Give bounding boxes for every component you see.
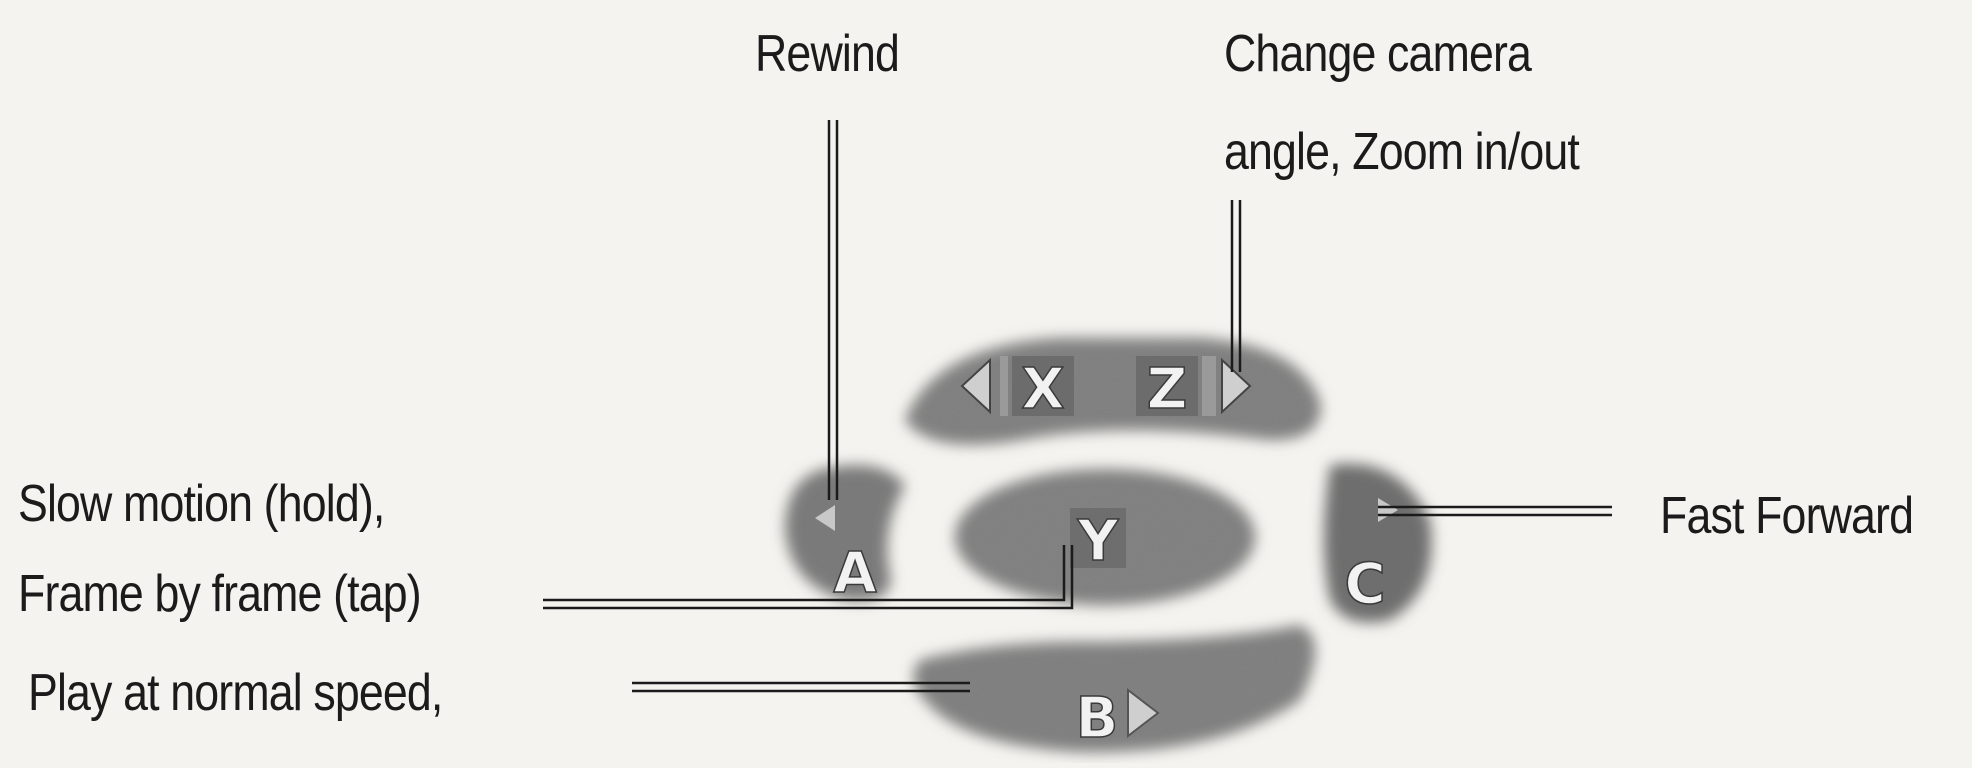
x-button-letter: X <box>1021 357 1064 422</box>
a-button-letter: A <box>833 541 877 606</box>
rewind-label: Rewind <box>755 25 900 83</box>
y-button[interactable]: Y <box>955 469 1255 605</box>
a-rewind-arrow-icon <box>815 505 835 531</box>
z-button-letter: Z <box>1147 357 1188 422</box>
fast-forward-label: Fast Forward <box>1660 487 1914 545</box>
play-label: Play at normal speed, <box>28 664 443 722</box>
slow-leader-line <box>543 545 1066 602</box>
slow-motion-label-line2: Frame by frame (tap) <box>18 565 422 623</box>
c-button[interactable]: C <box>1324 463 1432 623</box>
y-button-box <box>1070 508 1126 568</box>
y-button-letter: Y <box>1077 509 1120 574</box>
slow-motion-label-line1: Slow motion (hold), <box>18 475 385 533</box>
camera-label-line1: Change camera <box>1224 25 1532 83</box>
left-arrow-icon <box>960 357 991 415</box>
leader-lines <box>543 120 1612 693</box>
camera-label-line2: angle, Zoom in/out <box>1224 123 1580 181</box>
a-button[interactable]: A <box>785 465 905 607</box>
b-button[interactable]: B <box>913 625 1315 753</box>
z-button-box[interactable] <box>1136 356 1198 416</box>
xz-button-arc[interactable]: X Z <box>905 338 1321 445</box>
right-arrow-icon <box>1221 357 1252 415</box>
z-divider-bar <box>1202 356 1216 416</box>
b-button-letter: B <box>1076 686 1119 751</box>
x-divider-bar <box>1000 356 1008 416</box>
b-play-arrow-icon <box>1127 687 1160 739</box>
c-button-letter: C <box>1344 552 1385 617</box>
slow-leader-line-2 <box>543 545 1074 610</box>
x-button-box[interactable] <box>1012 356 1074 416</box>
